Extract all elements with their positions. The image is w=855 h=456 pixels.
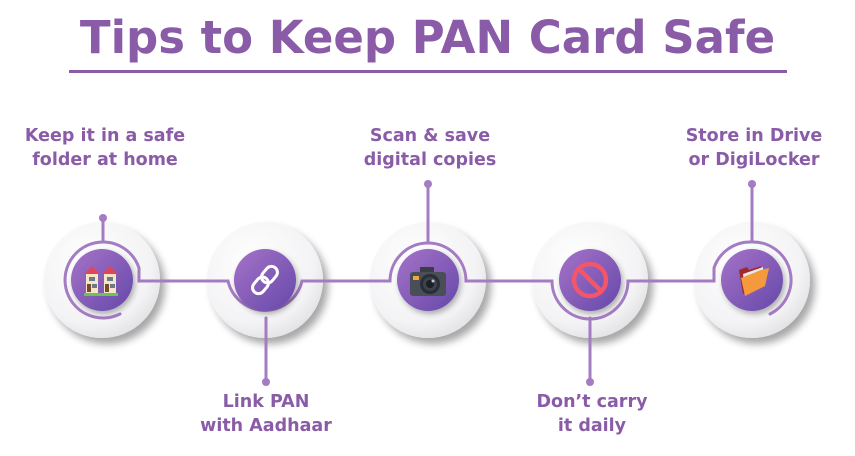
tip-label-safe-folder: Keep it in a safe folder at home xyxy=(24,126,186,170)
connector-lines xyxy=(63,180,793,386)
tip-label-dont-carry: Don’t carry it daily xyxy=(536,392,648,436)
page-title: Tips to Keep PAN Card Safe xyxy=(79,11,776,64)
tip-label-link-aadhaar: Link PAN with Aadhaar xyxy=(200,392,332,436)
houses-icon xyxy=(84,266,118,296)
prohibited-icon xyxy=(571,261,609,299)
camera-icon xyxy=(410,267,446,296)
title-underline xyxy=(69,70,787,73)
chain-link-icon xyxy=(251,264,279,296)
folder-icon xyxy=(739,266,769,296)
tip-label-scan-copies: Scan & save digital copies xyxy=(363,126,497,170)
tip-label-store-drive: Store in Drive or DigiLocker xyxy=(685,126,823,170)
